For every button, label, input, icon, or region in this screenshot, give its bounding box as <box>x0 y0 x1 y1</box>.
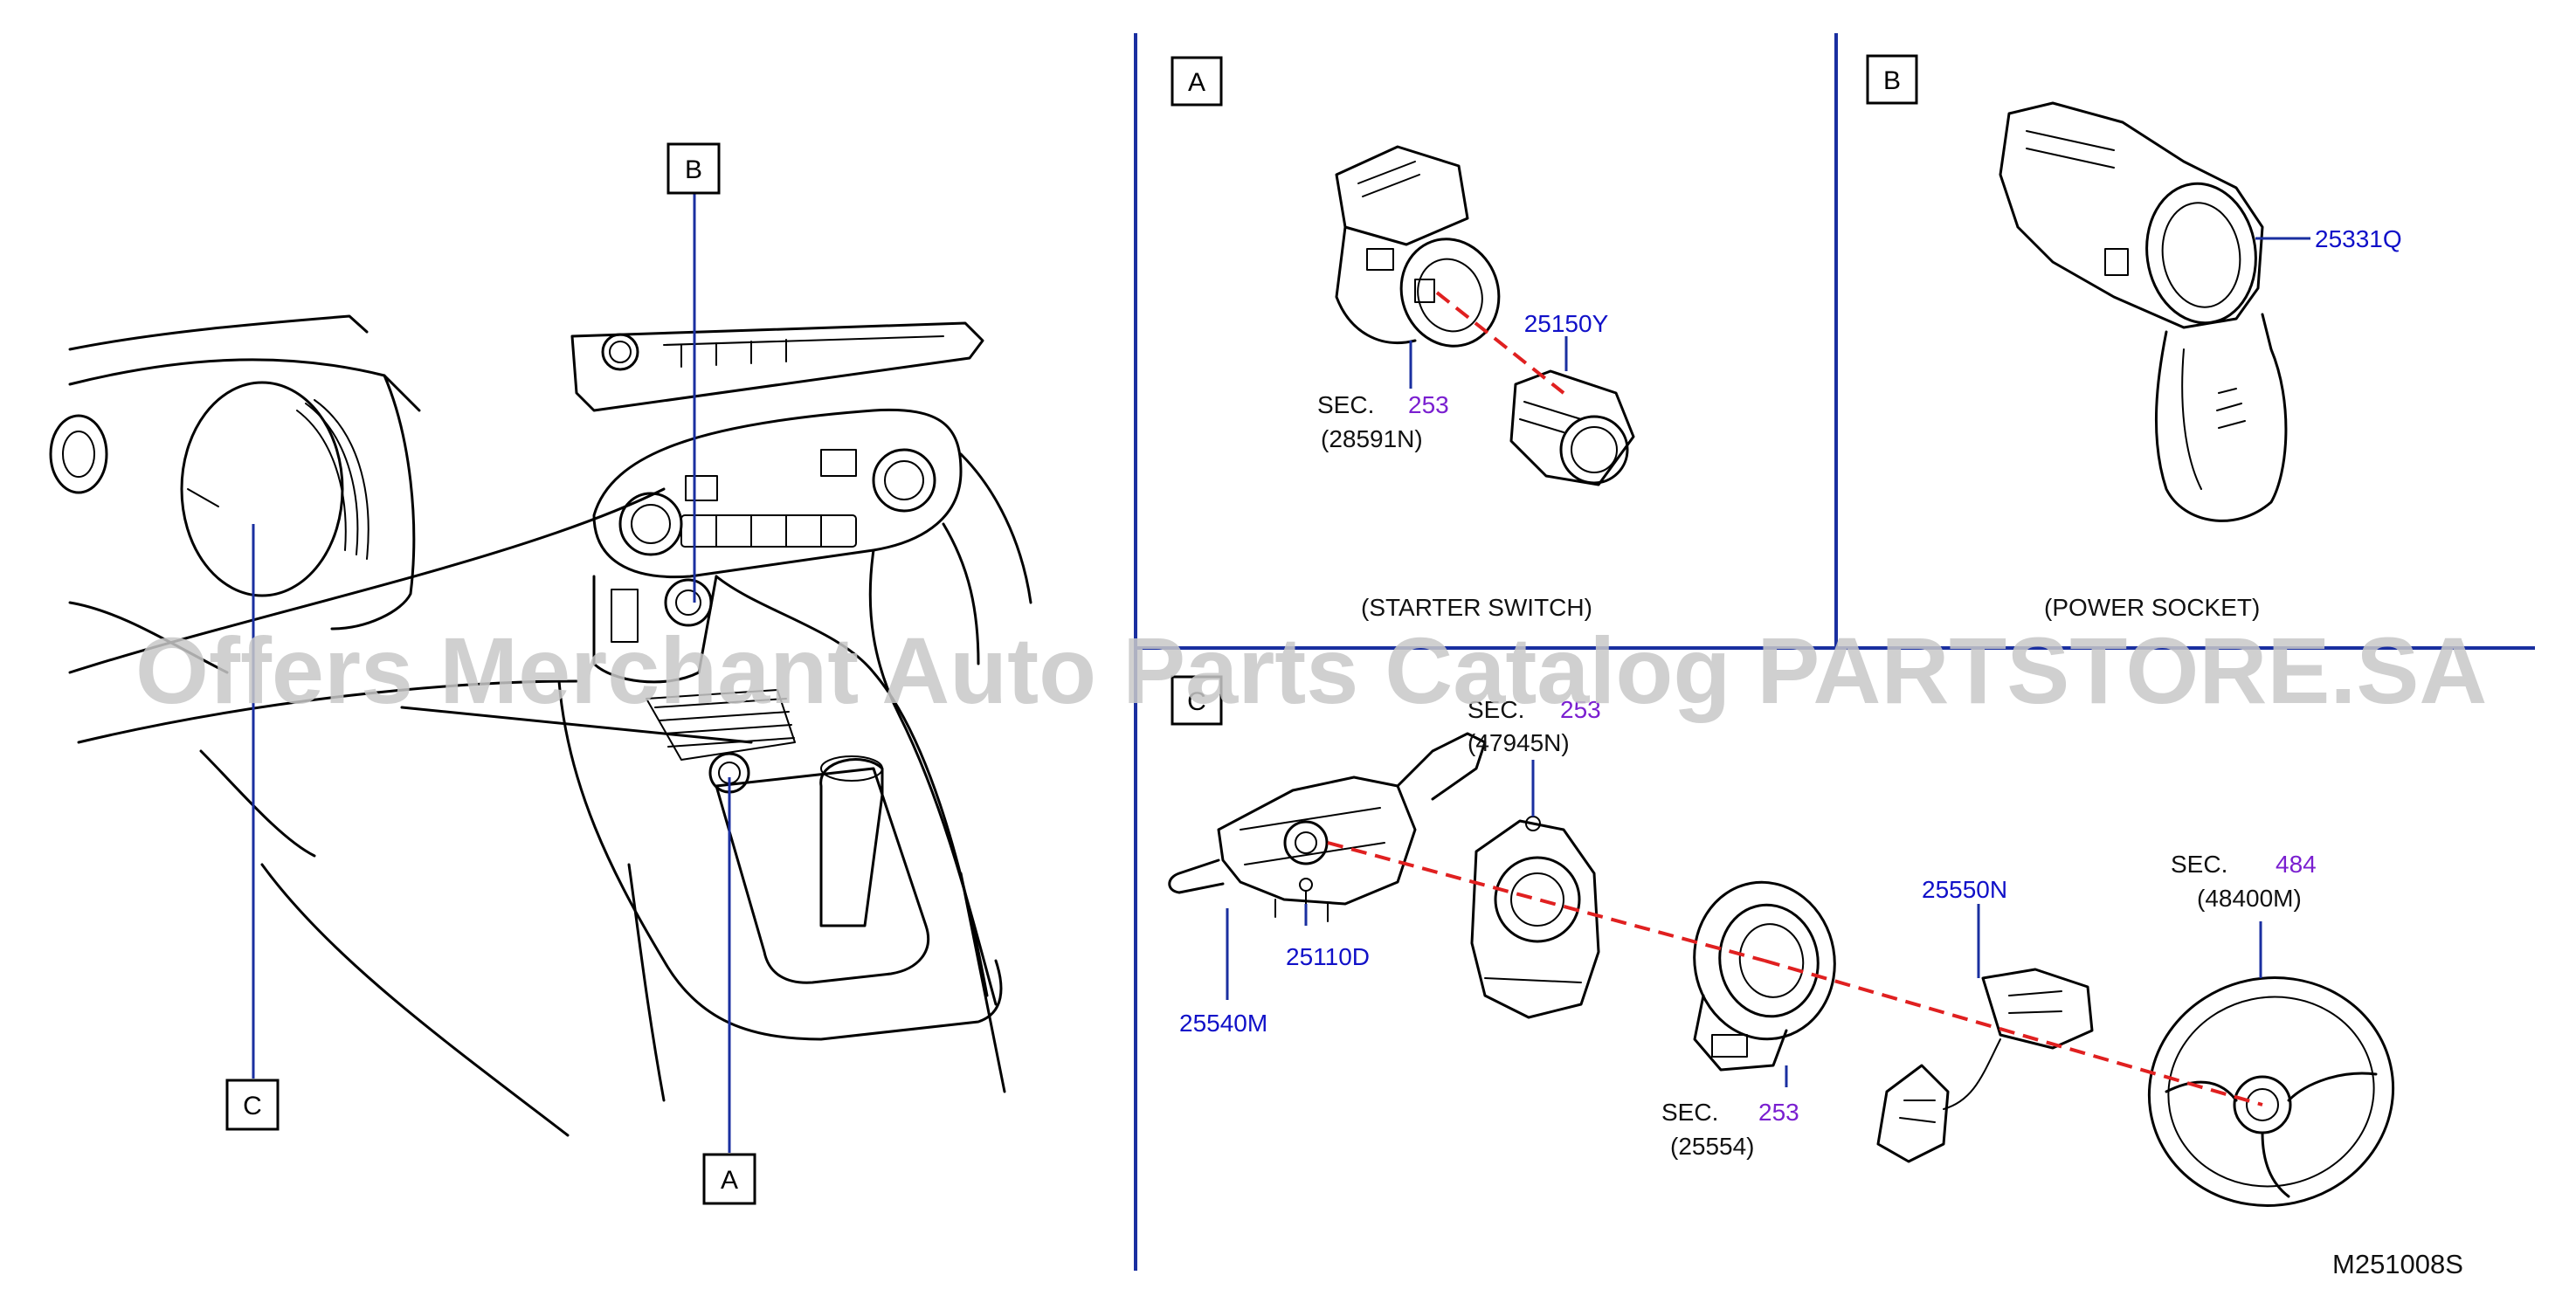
section-ref-label: SEC. <box>1468 696 1524 723</box>
callout-box-a[interactable]: A <box>702 1153 756 1205</box>
svg-text:C: C <box>1187 687 1206 716</box>
svg-text:B: B <box>1883 66 1901 95</box>
part-number-25110d[interactable]: 25110D <box>1286 943 1370 970</box>
part-drawing-25554[interactable] <box>1682 871 1847 1072</box>
panel-b-label-box: B <box>1866 54 1918 105</box>
panel-b-caption: (POWER SOCKET) <box>2044 594 2260 621</box>
section-ref-484[interactable]: 484 <box>2276 851 2317 878</box>
dashboard-overview-drawing <box>49 314 1032 1137</box>
svg-text:A: A <box>721 1166 738 1195</box>
panel-c-label-box: C <box>1171 675 1223 726</box>
part-number-48400m[interactable]: (48400M) <box>2197 885 2302 912</box>
part-number-25331q[interactable]: 25331Q <box>2315 225 2402 252</box>
svg-text:C: C <box>243 1092 262 1120</box>
panel-a-caption: (STARTER SWITCH) <box>1361 594 1592 621</box>
part-number-25540m[interactable]: 25540M <box>1179 1010 1267 1037</box>
part-drawing-25110d[interactable] <box>1299 878 1313 905</box>
part-number-25150y[interactable]: 25150Y <box>1524 310 1609 337</box>
part-drawing-25331q[interactable] <box>1999 101 2288 522</box>
part-number-28591n[interactable]: (28591N) <box>1321 425 1423 452</box>
section-ref-253[interactable]: 253 <box>1758 1099 1799 1126</box>
part-number-25550n[interactable]: 25550N <box>1922 876 2007 903</box>
diagram-id: M251008S <box>2332 1249 2463 1279</box>
section-ref-label: SEC. <box>2171 851 2227 878</box>
panel-separators <box>1134 33 2535 1271</box>
part-drawing-25540m[interactable] <box>1168 732 1487 922</box>
svg-text:B: B <box>685 155 702 184</box>
part-drawing-25550n[interactable] <box>1876 968 2094 1163</box>
part-number-47945n[interactable]: (47945N) <box>1468 729 1570 756</box>
section-ref-label: SEC. <box>1661 1099 1718 1126</box>
overview-callouts: B A C <box>225 142 756 1205</box>
part-drawing-47945n[interactable] <box>1470 816 1600 1019</box>
panel-c: C <box>1168 675 2414 1229</box>
section-ref-label: SEC. <box>1317 391 1374 418</box>
panel-a: A 25150Y SEC. 253 (28591N) (STARTER SWIT… <box>1171 56 1635 621</box>
panel-b: B 25331Q (POWER SOCKET) <box>1866 54 2402 621</box>
callout-box-c[interactable]: C <box>225 1079 280 1131</box>
part-drawing-28591n[interactable] <box>1335 145 1514 360</box>
callout-box-b[interactable]: B <box>666 142 721 195</box>
part-drawing-25150y[interactable] <box>1509 369 1635 486</box>
section-ref-253[interactable]: 253 <box>1408 391 1449 418</box>
watermark-text: Offers Merchant Auto Parts Catalog PARTS… <box>135 617 2487 723</box>
panel-a-label-box: A <box>1171 56 1223 107</box>
part-drawing-48400m[interactable] <box>2128 955 2414 1229</box>
section-ref-253[interactable]: 253 <box>1560 696 1601 723</box>
svg-text:A: A <box>1188 68 1205 97</box>
part-number-25554[interactable]: (25554) <box>1670 1133 1755 1160</box>
